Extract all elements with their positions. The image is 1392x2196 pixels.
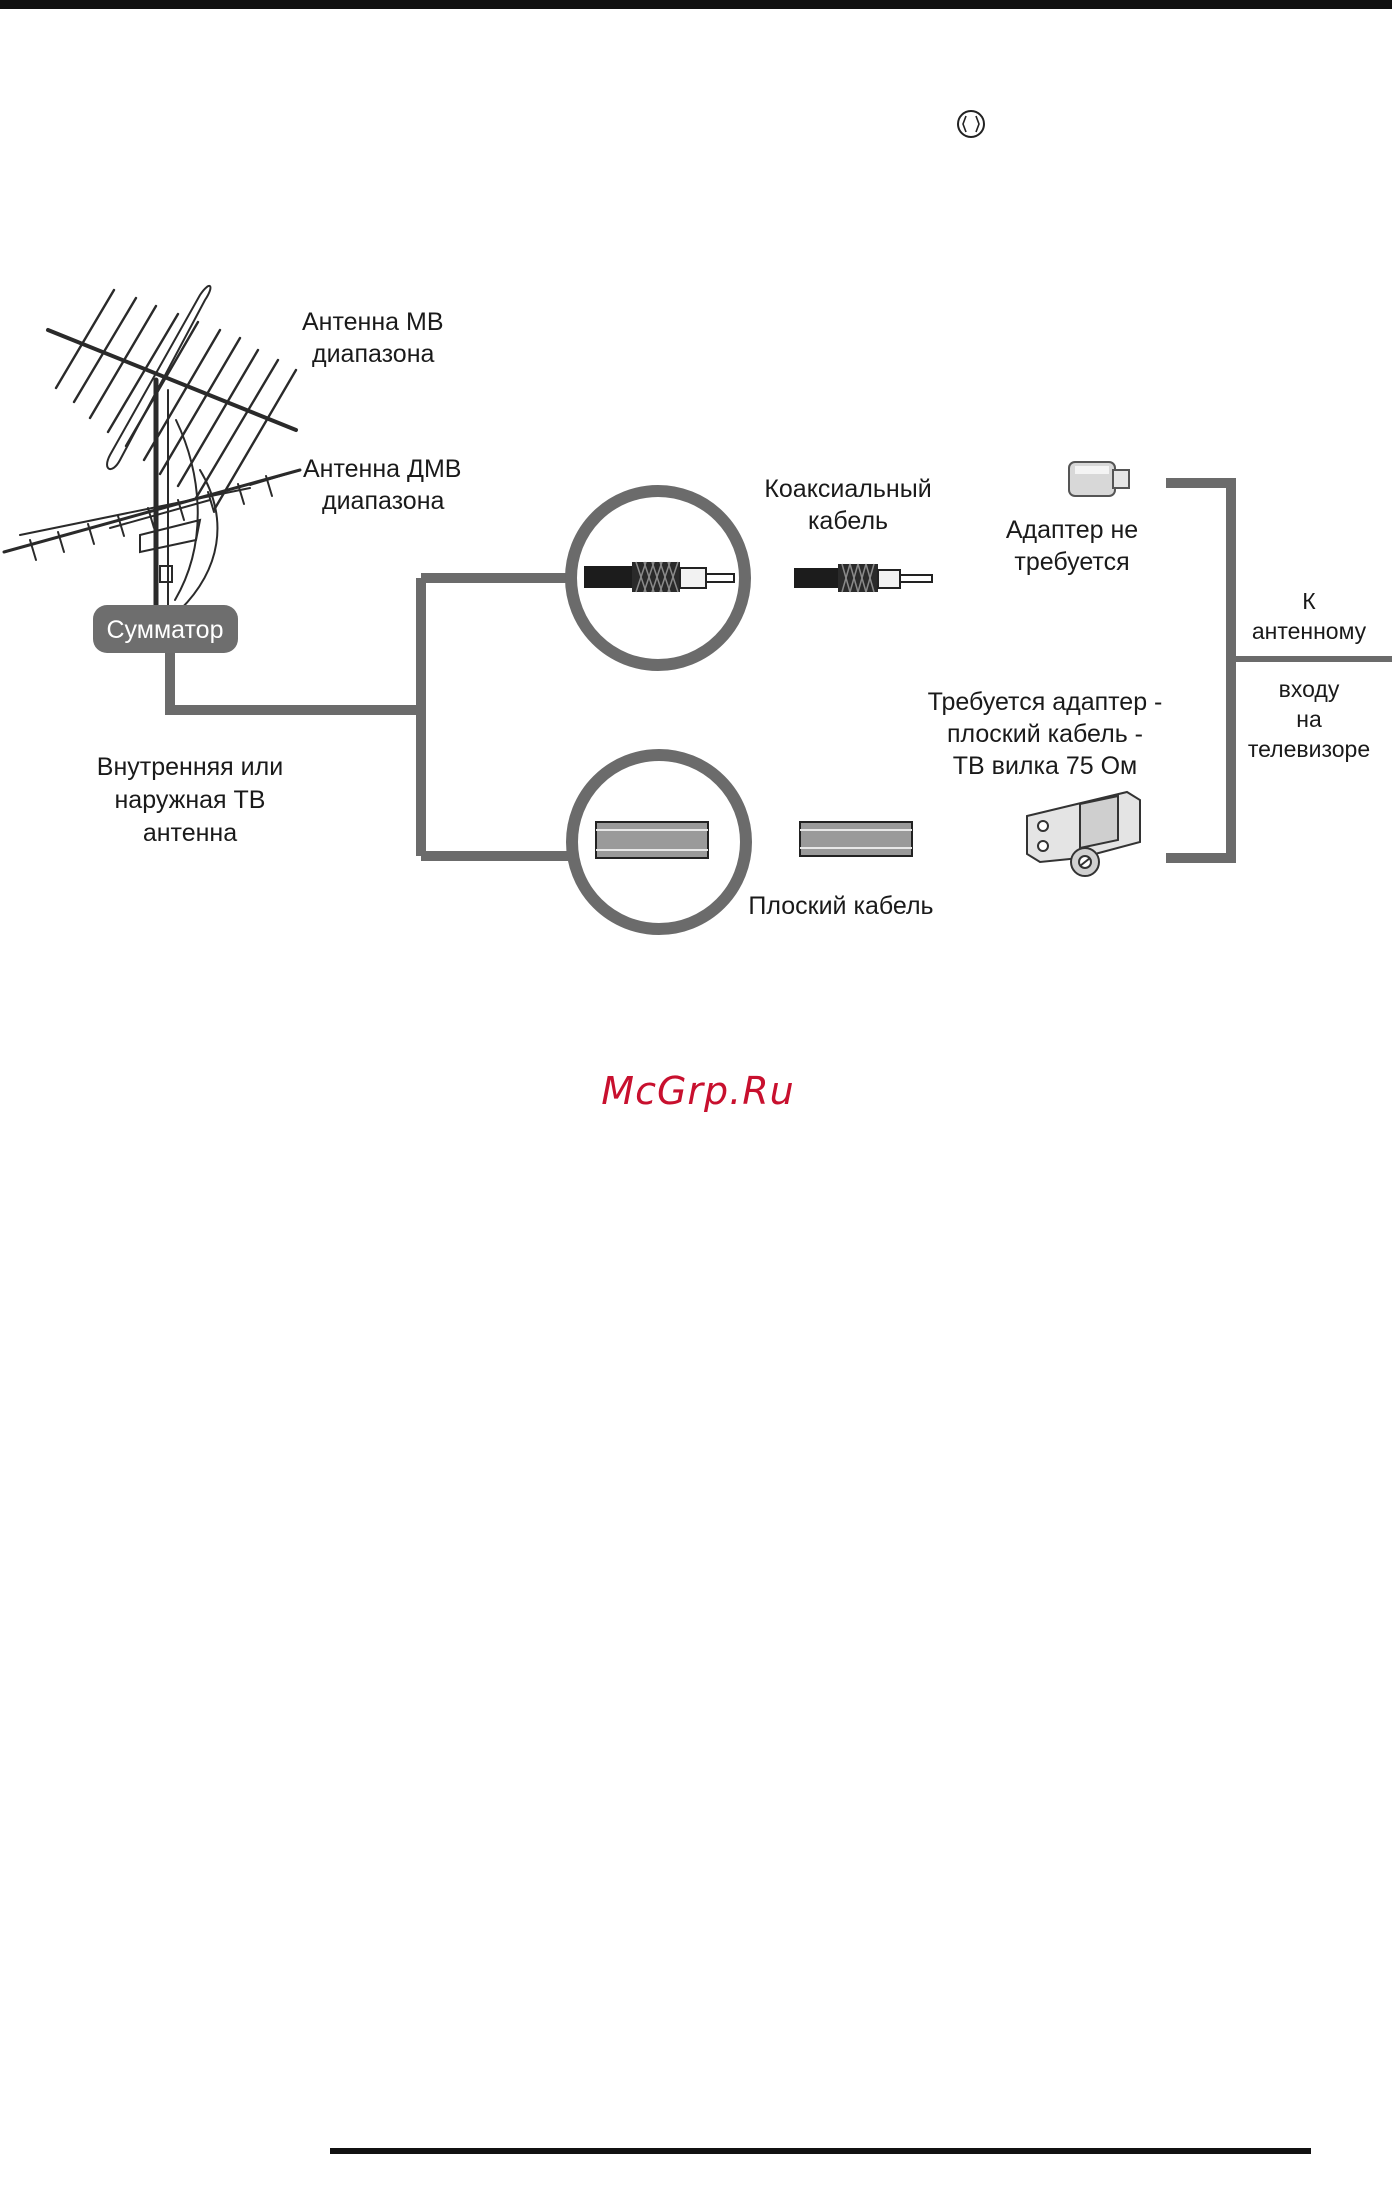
uhf-antenna-label-line2: диапазона — [322, 487, 445, 515]
indoor-outdoor-label-line3: антенна — [143, 819, 237, 847]
indoor-outdoor-label-line1: Внутренняя или — [97, 753, 283, 781]
flat-cable-label: Плоский кабель — [748, 892, 933, 920]
balun-adapter-icon — [1027, 792, 1140, 876]
connection-lines — [170, 483, 1392, 858]
to-tv-label-line5: телевизоре — [1248, 736, 1370, 762]
coax-plug-icon — [1069, 462, 1129, 496]
adapter-required-label-line1: Требуется адаптер - — [928, 688, 1163, 716]
adapter-required-label-line3: ТВ вилка 75 Ом — [953, 752, 1137, 780]
to-tv-label-line3: входу — [1279, 676, 1340, 702]
tv-antenna-illustration — [4, 286, 300, 620]
indoor-outdoor-label-line2: наружная ТВ — [115, 786, 266, 814]
no-adapter-label-line1: Адаптер не — [1006, 516, 1138, 544]
coax-cable-zoom — [571, 491, 745, 665]
antenna-input-icon — [958, 111, 984, 137]
flat-cable-zoom — [572, 755, 746, 929]
combiner-badge: Сумматор — [93, 605, 238, 653]
combiner-label: Сумматор — [107, 616, 224, 644]
to-tv-label-line1: К — [1302, 588, 1316, 614]
coax-cable-label-line1: Коаксиальный — [764, 475, 931, 503]
flat-cable-drawing — [800, 822, 912, 856]
top-rule — [0, 0, 1392, 9]
vhf-antenna-label-line2: диапазона — [312, 340, 435, 368]
to-tv-label-line4: на — [1296, 706, 1322, 732]
uhf-antenna-label-line1: Антенна ДМВ — [303, 455, 461, 483]
coax-cable-drawing — [794, 564, 932, 592]
bottom-rule — [330, 2148, 1311, 2154]
vhf-antenna-label-line1: Антенна МВ — [302, 308, 444, 336]
no-adapter-label-line2: требуется — [1014, 548, 1129, 576]
watermark: McGrp.Ru — [601, 1069, 794, 1113]
adapter-required-label-line2: плоский кабель - — [947, 720, 1143, 748]
coax-cable-label-line2: кабель — [808, 507, 888, 535]
to-tv-label-line2: антенному — [1252, 618, 1367, 644]
